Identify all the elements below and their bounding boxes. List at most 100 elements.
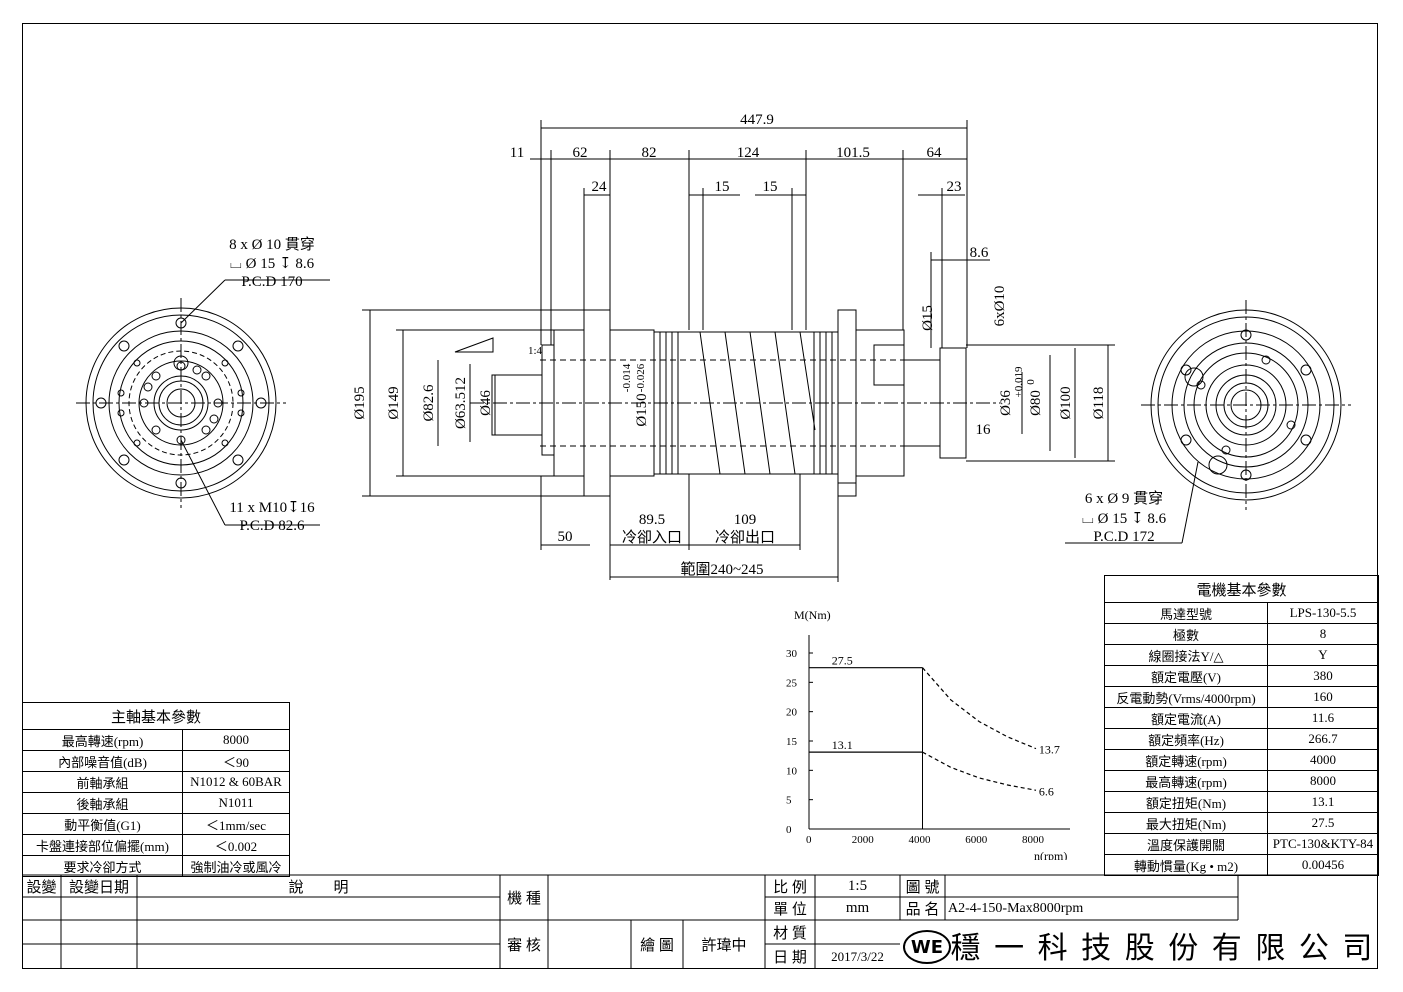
- motor-param-value: 8000: [1267, 770, 1379, 792]
- front-note-4: 11 x M10↧16: [229, 500, 315, 516]
- motor-param-value: 0.00456: [1267, 854, 1379, 876]
- coolant-inlet-label: 冷卻入口: [622, 529, 682, 546]
- date-label: 日 期: [773, 950, 807, 966]
- rear-note-2: ⌴ Ø 15 ↧ 8.6: [1082, 511, 1167, 527]
- motor-row: 反電動勢(Vrms/4000rpm)160: [1104, 686, 1379, 708]
- torque-series-1-falloff: [922, 667, 1037, 750]
- motor-param-name: 反電動勢(Vrms/4000rpm): [1104, 686, 1268, 708]
- dim-6xd10: 6xØ10: [992, 286, 1008, 327]
- dim-d118: Ø118: [1091, 387, 1107, 420]
- tol-lower: -0.026: [635, 363, 647, 392]
- motor-param-value: 27.5: [1267, 812, 1379, 834]
- dim-64: 64: [927, 145, 943, 161]
- motor-param-name: 額定轉速(rpm): [1104, 749, 1268, 771]
- tol-right-lower: 0: [1025, 379, 1037, 385]
- motor-row: 最大扭矩(Nm)27.5: [1104, 812, 1379, 834]
- motor-param-name: 額定頻率(Hz): [1104, 728, 1268, 750]
- spindle-param-value: ＜1mm/sec: [182, 813, 290, 835]
- dim-overall: 447.9: [740, 112, 774, 128]
- rear-view: [1141, 300, 1351, 510]
- dim-d100: Ø100: [1058, 386, 1074, 419]
- motor-row: 最高轉速(rpm)8000: [1104, 770, 1379, 792]
- motor-row: 額定轉速(rpm)4000: [1104, 749, 1379, 771]
- motor-param-name: 線圈接法Y/△: [1104, 644, 1268, 666]
- dim-lines: [362, 120, 1115, 582]
- coolant-outlet-label: 冷卻出口: [715, 529, 775, 546]
- motor-row: 額定扭矩(Nm)13.1: [1104, 791, 1379, 813]
- dim-15a: 15: [715, 179, 730, 195]
- front-note-5: P.C.D 82.6: [239, 518, 305, 534]
- spindle-param-name: 最高轉速(rpm): [22, 729, 183, 751]
- tol-upper: -0.014: [621, 363, 633, 392]
- spindle-param-name: 動平衡值(G1): [22, 813, 183, 835]
- motor-param-name: 額定電壓(V): [1104, 665, 1268, 687]
- spindle-param-value: ＜90: [182, 750, 290, 772]
- motor-row: 轉動慣量(Kg • m2)0.00456: [1104, 854, 1379, 876]
- dim-d195: Ø195: [352, 386, 368, 419]
- chart-annotation: 13.7: [1039, 743, 1060, 757]
- motor-param-value: 380: [1267, 665, 1379, 687]
- spindle-row: 內部噪音值(dB)＜90: [22, 750, 290, 772]
- motor-param-name: 最大扭矩(Nm): [1104, 812, 1268, 834]
- front-note-1: 8 x Ø 10 貫穿: [229, 236, 315, 253]
- motor-param-value: 8: [1267, 623, 1379, 645]
- y-tick-label: 25: [786, 677, 798, 689]
- sheet-border: [22, 23, 1378, 969]
- y-tick-label: 10: [786, 765, 798, 777]
- scale-label: 比 例: [773, 879, 807, 896]
- dim-101-5: 101.5: [836, 145, 870, 161]
- x-tick-label: 0: [806, 834, 812, 846]
- spindle-param-value: ＜0.002: [182, 834, 290, 856]
- dim-23: 23: [947, 179, 962, 195]
- motor-param-name: 馬達型號: [1104, 602, 1268, 624]
- description-header: 說 明: [288, 879, 349, 896]
- spindle-param-value: N1011: [182, 792, 290, 814]
- dim-8-6: 8.6: [970, 245, 989, 261]
- dim-11: 11: [510, 145, 524, 161]
- review-label: 審 核: [507, 938, 541, 954]
- material-label: 材 質: [773, 925, 807, 942]
- dim-62: 62: [573, 145, 588, 161]
- spindle-param-value: 8000: [182, 729, 290, 751]
- motor-row: 額定電流(A)11.6: [1104, 707, 1379, 729]
- motor-param-name: 極數: [1104, 623, 1268, 645]
- chart-xlabel: n(rpm): [1034, 849, 1067, 860]
- dim-d15: Ø15: [920, 305, 936, 331]
- motor-param-value: 160: [1267, 686, 1379, 708]
- spindle-row: 卡盤連接部位偏擺(mm)＜0.002: [22, 834, 290, 856]
- change-date-header: 設變日期: [68, 879, 129, 896]
- spindle-param-name: 卡盤連接部位偏擺(mm): [22, 834, 183, 856]
- motor-row: 線圈接法Y/△Y: [1104, 644, 1379, 666]
- front-note-2: ⌴ Ø 15 ↧ 8.6: [230, 256, 315, 272]
- unit-value: mm: [845, 900, 870, 916]
- dim-89-5: 89.5: [639, 512, 665, 528]
- chart-ylabel: M(Nm): [794, 608, 831, 622]
- dim-d36: Ø36: [998, 390, 1014, 416]
- tol-right-upper: +0.019: [1013, 366, 1025, 397]
- model-label: 機 種: [507, 891, 541, 907]
- dim-109: 109: [734, 512, 757, 528]
- spindle-row: 要求冷卻方式強制油冷或風冷: [22, 855, 290, 877]
- dim-d149: Ø149: [386, 386, 402, 419]
- spindle-row: 動平衡值(G1)＜1mm/sec: [22, 813, 290, 835]
- x-tick-label: 2000: [852, 834, 875, 846]
- motor-param-name: 額定扭矩(Nm): [1104, 791, 1268, 813]
- motor-param-value: 4000: [1267, 749, 1379, 771]
- product-name: A2-4-150-Max8000rpm: [948, 900, 1084, 916]
- dim-d80: Ø80: [1028, 390, 1044, 416]
- company-name: 穩 一 科 技 股 份 有 限 公 司: [950, 931, 1375, 966]
- motor-param-name: 最高轉速(rpm): [1104, 770, 1268, 792]
- motor-table-title: 電機基本參數: [1104, 575, 1379, 603]
- x-tick-label: 8000: [1022, 834, 1045, 846]
- x-tick-label: 4000: [909, 834, 932, 846]
- rear-note-3: P.C.D 172: [1093, 529, 1154, 545]
- spindle-param-name: 後軸承組: [22, 792, 183, 814]
- dim-d46: Ø46: [478, 390, 494, 416]
- product-label: 品 名: [905, 902, 940, 918]
